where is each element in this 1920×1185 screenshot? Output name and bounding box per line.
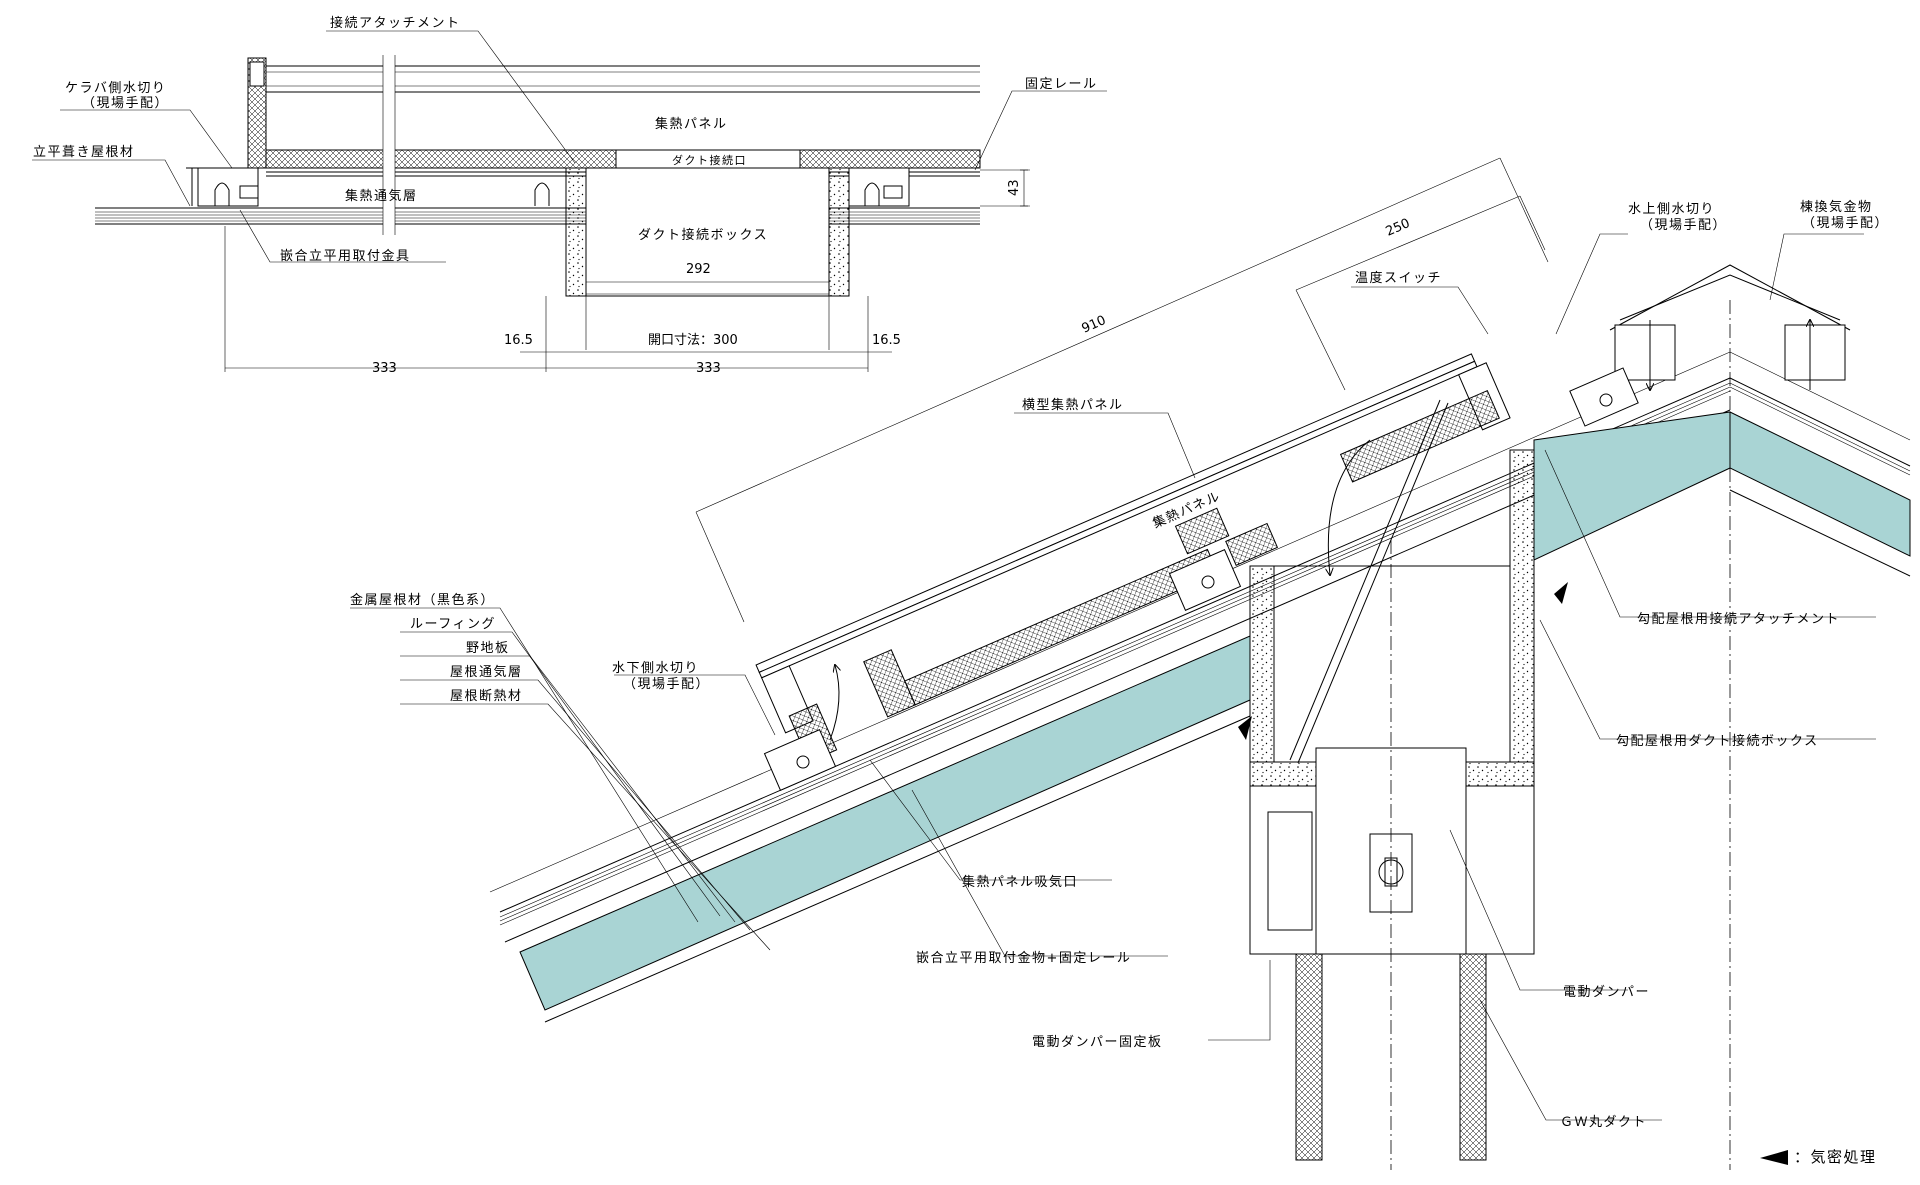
dim-16-5-left: 16.5	[504, 333, 533, 348]
dim-910: 910	[1080, 313, 1109, 337]
plan-section: 接続アタッチメント ケラバ側水切り （現場手配） 立平葺き屋根材 固定レール 集…	[32, 15, 1107, 376]
plan-dimensions	[224, 169, 1030, 372]
label-bracket-rail: 嵌合立平用取付金物+固定レール	[916, 950, 1131, 966]
label-roofing: ルーフィング	[410, 617, 496, 632]
dim-250: 250	[1384, 216, 1413, 240]
legend: ：気密処理	[1760, 1148, 1877, 1166]
airtight-markers	[1238, 582, 1568, 740]
label-roof-insulation: 屋根断熱材	[450, 689, 523, 704]
airtight-marker	[1238, 716, 1252, 740]
label-ridge-vent: 棟換気金物	[1800, 199, 1873, 215]
dim-292: 292	[686, 262, 711, 277]
airtight-legend-marker	[1760, 1150, 1788, 1165]
dim-43: 43	[1007, 179, 1022, 196]
label-standing-seam-roof: 立平葺き屋根材	[33, 145, 135, 160]
label-gw-duct: ＧＷ丸ダクト	[1560, 1115, 1647, 1130]
label-bracket: 嵌合立平用取付金具	[280, 248, 411, 264]
roof-leaders	[350, 233, 1876, 1121]
plan-panel	[247, 57, 981, 177]
pitched-duct-box	[1249, 300, 1731, 1170]
roof-dimensions	[695, 157, 1549, 623]
label-verge-flashing-note: （現場手配）	[82, 96, 169, 111]
dim-333-left: 333	[372, 361, 397, 376]
label-plan-panel: 集熱パネル	[655, 116, 728, 132]
label-attachment: 接続アタッチメント	[330, 15, 461, 31]
label-sheathing: 野地板	[466, 641, 510, 656]
label-horizontal-panel: 横型集熱パネル	[1022, 397, 1124, 413]
legend-airtight-text: ：気密処理	[1794, 1148, 1877, 1166]
label-pitched-duct-box: 勾配屋根用ダクト接続ボックス	[1616, 733, 1819, 749]
label-roof-vent-layer: 屋根通気層	[450, 664, 523, 680]
label-duct-box: ダクト接続ボックス	[638, 227, 768, 243]
label-verge-flashing: ケラバ側水切り	[65, 81, 166, 96]
label-lower-flashing: 水下側水切り	[612, 661, 699, 676]
label-ventilation-layer: 集熱通気層	[345, 188, 418, 204]
plan-leaders	[32, 30, 1107, 263]
dim-333-right: 333	[696, 361, 721, 376]
dim-16-5-right: 16.5	[872, 333, 901, 348]
roof-section: 温度スイッチ 水上側水切り （現場手配） 棟換気金物 （現場手配） 横型集熱パネ…	[350, 157, 1911, 1170]
airflow-arrows	[829, 439, 1371, 741]
airtight-marker	[1554, 582, 1568, 604]
plan-brackets	[186, 167, 910, 207]
roof-layers-right	[1729, 351, 1911, 577]
label-lower-flashing-note: （現場手配）	[623, 677, 710, 692]
label-pitched-attachment: 勾配屋根用接続アタッチメント	[1637, 611, 1840, 627]
label-fixing-rail: 固定レール	[1025, 77, 1098, 92]
roof-brackets	[763, 367, 1639, 791]
label-motor-damper: 電動ダンパー	[1563, 985, 1650, 1000]
label-upper-flashing: 水上側水切り	[1628, 202, 1715, 217]
label-damper-plate: 電動ダンパー固定板	[1032, 1035, 1163, 1050]
label-upper-flashing-note: （現場手配）	[1640, 218, 1727, 233]
horizontal-panel	[755, 353, 1511, 763]
label-metal-roof: 金属屋根材（黒色系）	[350, 592, 495, 608]
dim-opening: 開口寸法：300	[648, 333, 738, 348]
plan-duct-box	[565, 167, 850, 297]
label-ridge-vent-note: （現場手配）	[1802, 216, 1889, 231]
ridge-vent	[1609, 264, 1851, 390]
label-duct-port: ダクト接続口	[672, 153, 747, 167]
label-panel-inlet: 集熱パネル吸気口	[962, 874, 1078, 890]
label-temp-switch: 温度スイッチ	[1355, 270, 1442, 286]
